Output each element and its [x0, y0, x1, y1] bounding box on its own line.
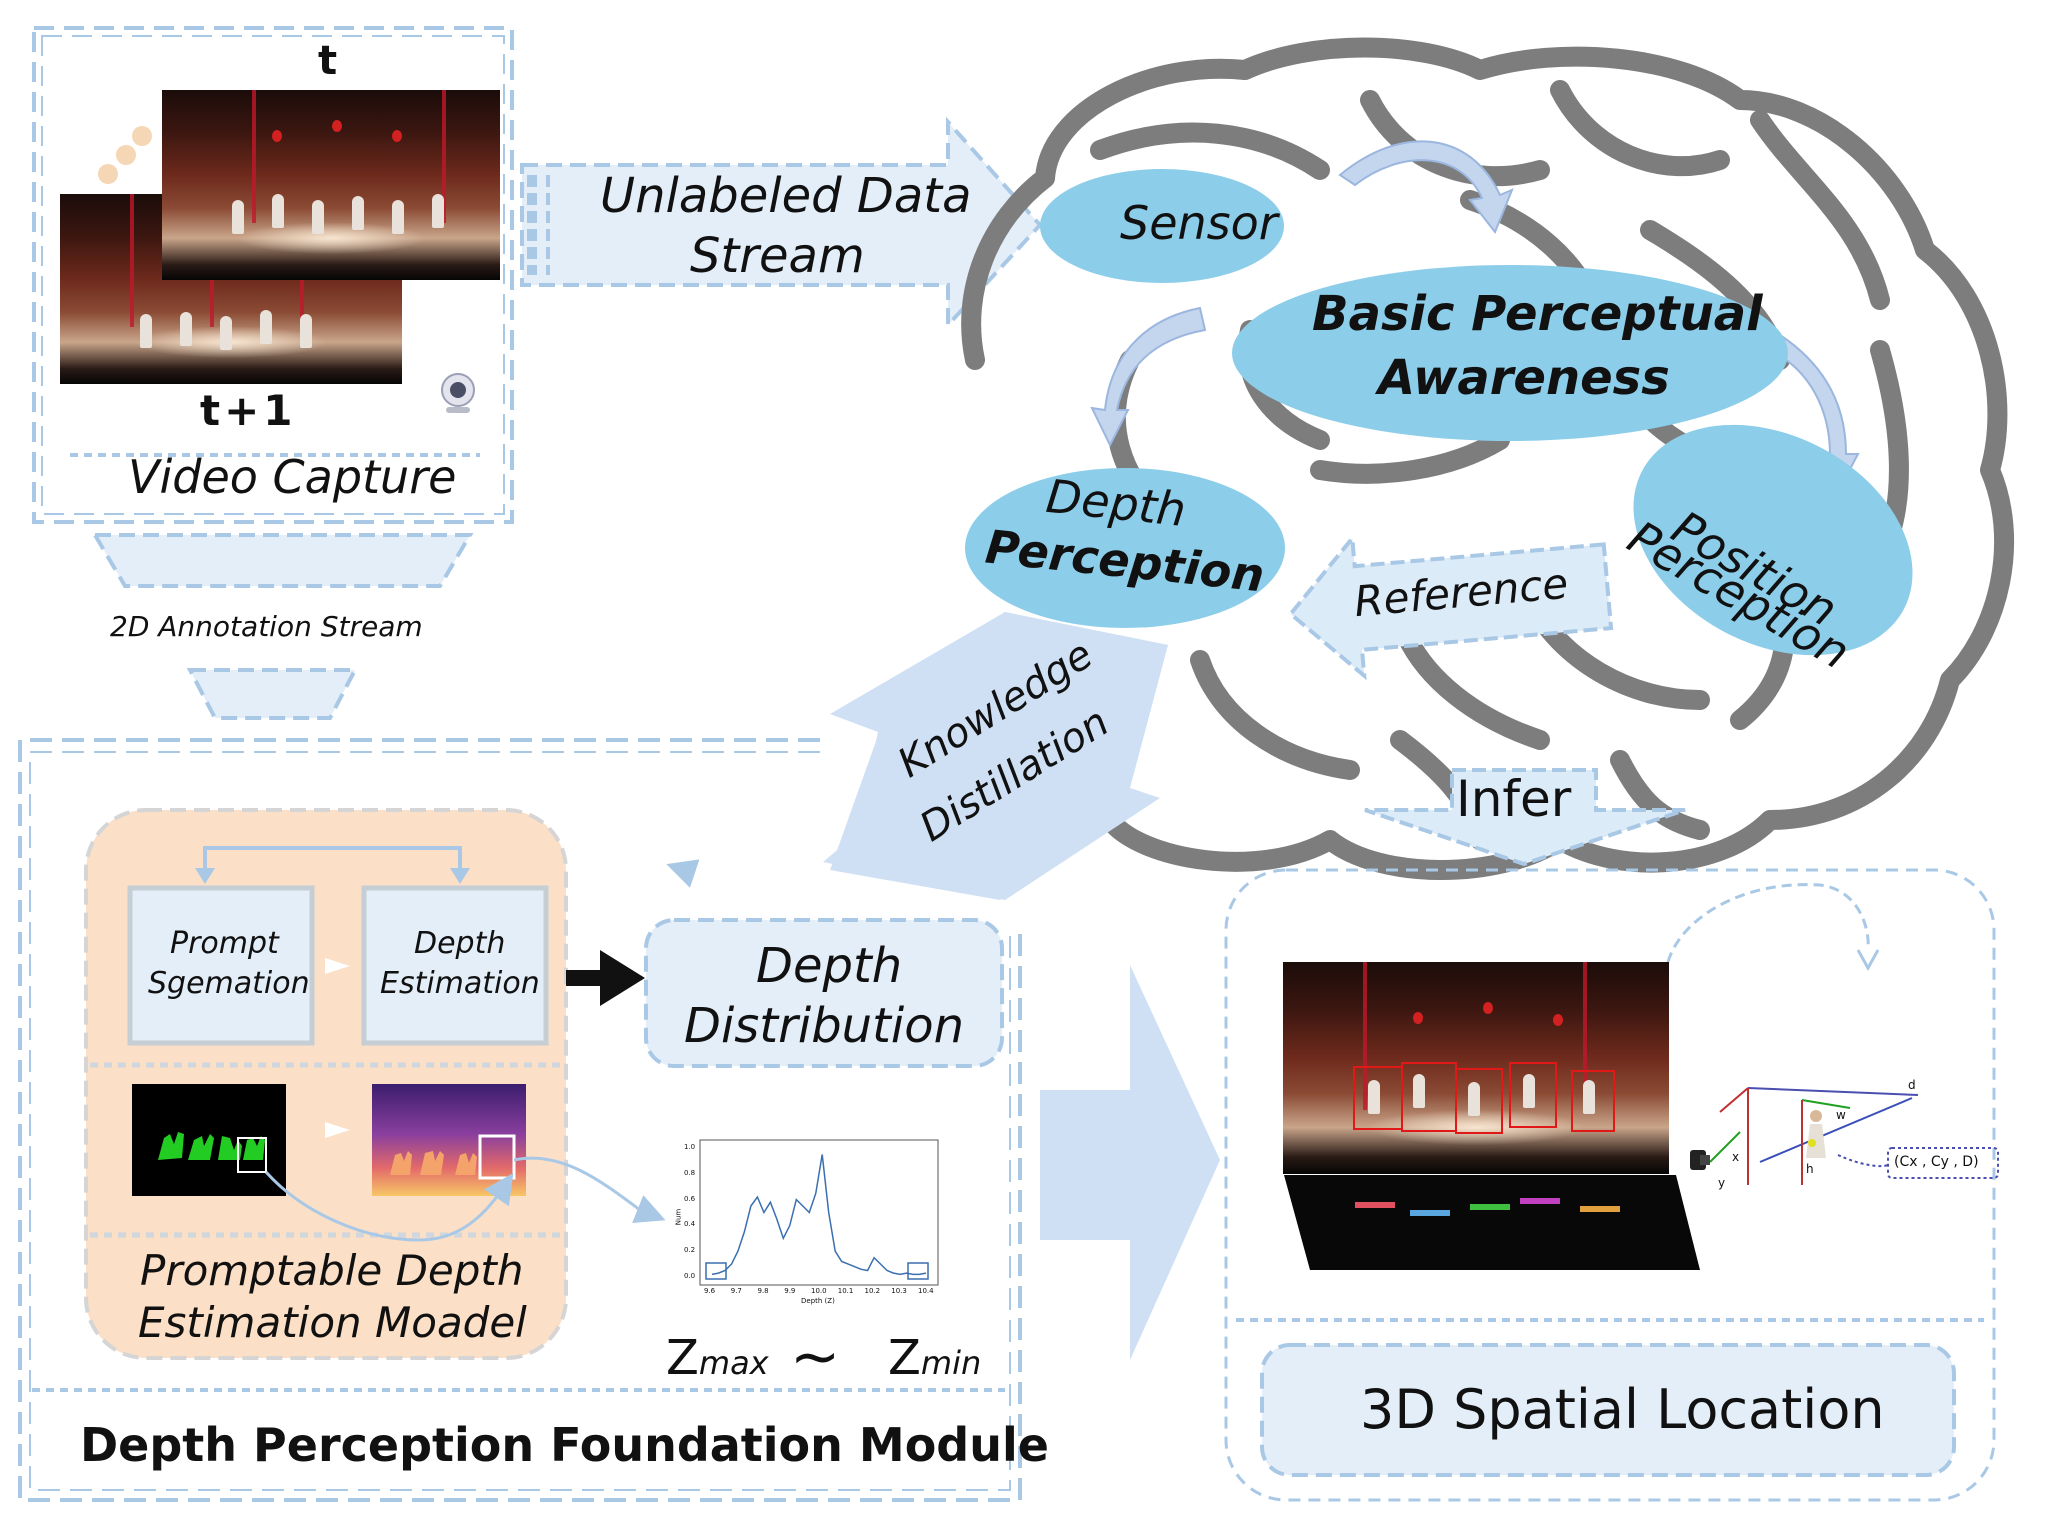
prompt-seg-line2: Sgemation: [148, 966, 310, 1001]
basic-perceptual-line1: Basic Perceptual: [1312, 286, 1763, 342]
camera-icon: [1690, 1150, 1710, 1170]
mini-chart-x-tick: 10.4: [918, 1287, 934, 1295]
mini-chart-y-tick: 0.8: [684, 1168, 696, 1177]
infer-arrow: [1364, 768, 1686, 867]
big-forward-arrow: [1040, 965, 1220, 1360]
black-arrow: [566, 950, 645, 1006]
sensor-ellipse: [1040, 169, 1284, 283]
mini-chart-x-tick: 9.9: [784, 1287, 796, 1295]
frame-t-label: t: [318, 38, 338, 84]
distribution-line1: Depth: [756, 938, 903, 994]
zmin-marker: [907, 1262, 929, 1280]
mini-chart-x-tick: 10.2: [864, 1287, 881, 1295]
mini-chart-y-tick: 1.0: [684, 1143, 696, 1151]
unlabeled-stream-line1: Unlabeled Data: [600, 168, 972, 224]
axis-w-label: w: [1836, 1108, 1846, 1122]
depth-histogram-line: [711, 1154, 927, 1276]
mini-chart-frame: [699, 1139, 939, 1286]
foundation-module-frame: [18, 738, 1022, 1502]
depth-est-line2: Estimation: [380, 966, 540, 1001]
annotation-stream-arrows: [91, 533, 474, 720]
mini-chart-x-tick: 9.7: [730, 1287, 742, 1295]
unlabeled-stream-line2: Stream: [690, 228, 865, 284]
model-line1: Promptable Depth: [140, 1246, 524, 1295]
mini-chart-y-tick: 0.4: [684, 1220, 696, 1229]
video-frame-t: [162, 90, 500, 280]
flow-arrows: [1090, 140, 1860, 490]
tilde-label: ~: [790, 1322, 841, 1392]
mini-chart-y-tick: 0.2: [684, 1246, 696, 1255]
video-capture-title: Video Capture: [128, 450, 457, 504]
dots-icon: [98, 126, 152, 184]
mini-chart-y-tick: 0.0: [684, 1272, 696, 1280]
mini-chart-x-tick: 10.1: [837, 1287, 854, 1295]
basic-perceptual-ellipse: [1232, 265, 1788, 441]
mini-chart-y-tick: 0.6: [684, 1194, 696, 1203]
spatial-panel-frame: [1224, 868, 1996, 1502]
mini-chart-x-tick: 10.3: [891, 1287, 907, 1295]
infer-label: Infer: [1456, 770, 1572, 828]
depth-perception-ellipse: [965, 468, 1285, 628]
mini-depth-chart: [705, 1154, 929, 1280]
depth-est-line1: Depth: [414, 926, 506, 961]
coord-label: (Cx , Cy , D): [1894, 1154, 1979, 1170]
coordinate-system: [1709, 1087, 1999, 1185]
segmentation-thumbnail: [132, 1084, 286, 1196]
depth-map-thumbnail: [372, 1084, 526, 1196]
foundation-module-title: Depth Perception Foundation Module: [80, 1418, 1049, 1472]
model-line2: Estimation Moadel: [138, 1298, 527, 1347]
basic-perceptual-line2: Awareness: [1378, 350, 1670, 406]
mini-chart-x-tick: 10.0: [811, 1287, 827, 1295]
zmax-sub: max: [698, 1344, 769, 1382]
brain-ellipses: [965, 169, 1913, 656]
axis-h-label: h: [1806, 1162, 1814, 1176]
position-perception-ellipse: [1633, 424, 1913, 656]
knowledge-distillation-arrow: [823, 612, 1168, 900]
webcam-icon: [441, 373, 475, 413]
mini-chart-x-tick: 9.6: [704, 1287, 716, 1295]
mini-chart-x-tick: 9.8: [757, 1287, 769, 1295]
unlabeled-stream-arrow: [520, 116, 1043, 331]
axis-y-label: y: [1718, 1176, 1726, 1190]
sensor-label: Sensor: [1120, 196, 1278, 250]
zmax-marker: [705, 1262, 727, 1280]
frame-t1-label: t+1: [200, 386, 297, 435]
depth-distribution-box: [644, 918, 1004, 1068]
prompt-seg-line1: Prompt: [170, 926, 279, 961]
zmin-sub: min: [920, 1344, 982, 1382]
spatial-location-title: 3D Spatial Location: [1360, 1378, 1885, 1441]
projection-floor: [1284, 1175, 1700, 1270]
reference-arrow: [1287, 533, 1614, 681]
mini-chart-y-label: Num: [674, 1208, 683, 1225]
promptable-model-panel: [84, 808, 568, 1360]
video-capture-frame: [32, 26, 514, 524]
person-figure: [1806, 1110, 1826, 1158]
spatial-photo: [1283, 962, 1669, 1174]
mini-chart-x-label: Depth (Z): [801, 1297, 835, 1305]
axis-x-label: x: [1732, 1150, 1740, 1164]
zmin-label: Zmin: [888, 1330, 982, 1386]
zmax-label: Zmax: [666, 1330, 769, 1386]
distribution-line2: Distribution: [684, 998, 965, 1054]
annotation-stream-label: 2D Annotation Stream: [110, 610, 423, 643]
axis-d-label: d: [1908, 1078, 1916, 1092]
